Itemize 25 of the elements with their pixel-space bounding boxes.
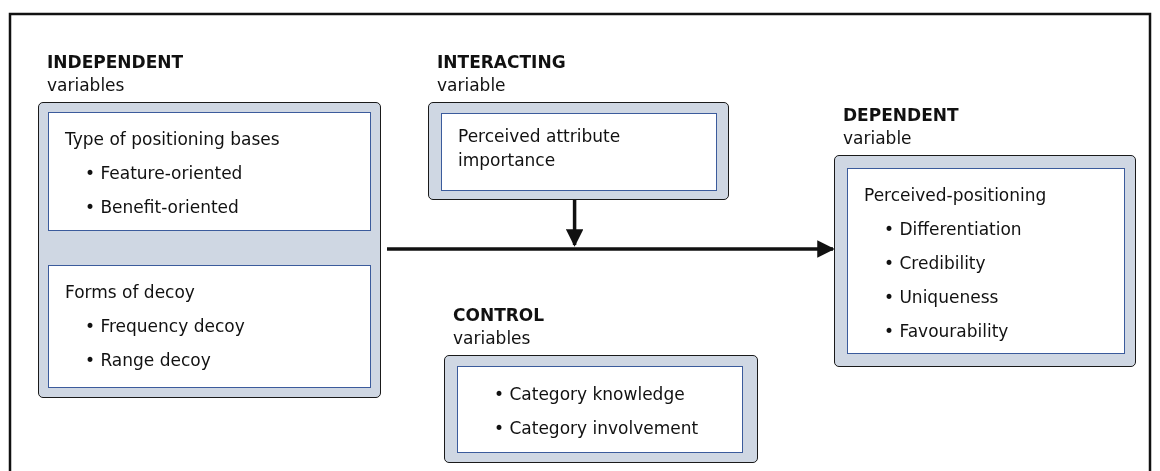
variable-box [457, 366, 743, 453]
bullet-item: • Uniqueness [883, 286, 1000, 309]
arrow [387, 240, 835, 258]
bullet-item: • Differentiation [883, 218, 1023, 241]
group-heading: INDEPENDENT variables [47, 51, 184, 97]
variable-box [441, 113, 717, 191]
bullet-item: • Category involvement [493, 417, 700, 440]
box-title: Perceived-positioning [864, 184, 1048, 207]
bullet-item: • Feature-oriented [84, 162, 244, 185]
group-heading: DEPENDENT variable [843, 104, 959, 150]
bullet-item: • Category knowledge [493, 383, 686, 406]
group-heading: INTERACTING variable [437, 51, 566, 97]
bullet-item: • Frequency decoy [84, 315, 246, 338]
bullet-item: • Benefit-oriented [84, 196, 240, 219]
bullet-item: • Range decoy [84, 349, 212, 372]
group-heading: CONTROL variables [453, 304, 545, 350]
variable-box [847, 168, 1125, 354]
variable-box [48, 265, 371, 388]
box-title: Forms of decoy [65, 281, 196, 304]
bullet-item: • Favourability [883, 320, 1010, 343]
variable-box [48, 112, 371, 231]
bullet-item: • Credibility [883, 252, 987, 275]
box-title: Type of positioning bases [65, 128, 281, 151]
arrow [565, 200, 584, 247]
box-title: Perceived attribute importance [458, 125, 622, 172]
